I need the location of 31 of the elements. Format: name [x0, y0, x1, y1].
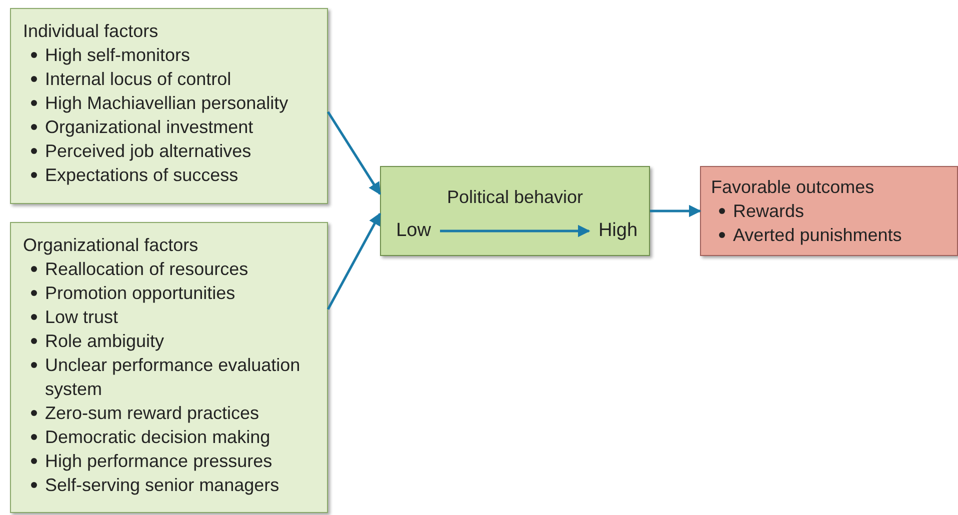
- list-item: High Machiavellian personality: [23, 91, 317, 115]
- list-item: Reallocation of resources: [23, 257, 317, 281]
- list-item: Expectations of success: [23, 163, 317, 187]
- outcome-box: [700, 166, 958, 256]
- list-item: Low trust: [23, 305, 317, 329]
- scale-label: High: [593, 219, 643, 243]
- list-item: Unclear performance evaluation system: [23, 353, 317, 401]
- arrow: [440, 224, 590, 238]
- list-item: Democratic decision making: [23, 425, 317, 449]
- list-item: Perceived job alternatives: [23, 139, 317, 163]
- factor-box: [10, 222, 328, 513]
- heading: Organizational factors: [23, 234, 200, 257]
- process-box: [380, 166, 650, 256]
- list-item: High self-monitors: [23, 43, 317, 67]
- scale-label: Low: [391, 219, 436, 243]
- list-item: Organizational investment: [23, 115, 317, 139]
- heading: Individual factors: [23, 20, 160, 43]
- list-item: Promotion opportunities: [23, 281, 317, 305]
- list-item: Averted punishments: [711, 223, 949, 247]
- list-item: Self-serving senior managers: [23, 473, 317, 497]
- arrow: [326, 111, 382, 195]
- list-item: Rewards: [711, 199, 949, 223]
- list-item: High performance pressures: [23, 449, 317, 473]
- heading: Favorable outcomes: [711, 176, 876, 199]
- arrow: [650, 204, 702, 218]
- list-item: Zero-sum reward practices: [23, 401, 317, 425]
- list-item: Role ambiguity: [23, 329, 317, 353]
- list-item: Internal locus of control: [23, 67, 317, 91]
- factor-box: [10, 8, 328, 204]
- arrow: [326, 212, 382, 310]
- heading: Political behavior: [446, 186, 584, 209]
